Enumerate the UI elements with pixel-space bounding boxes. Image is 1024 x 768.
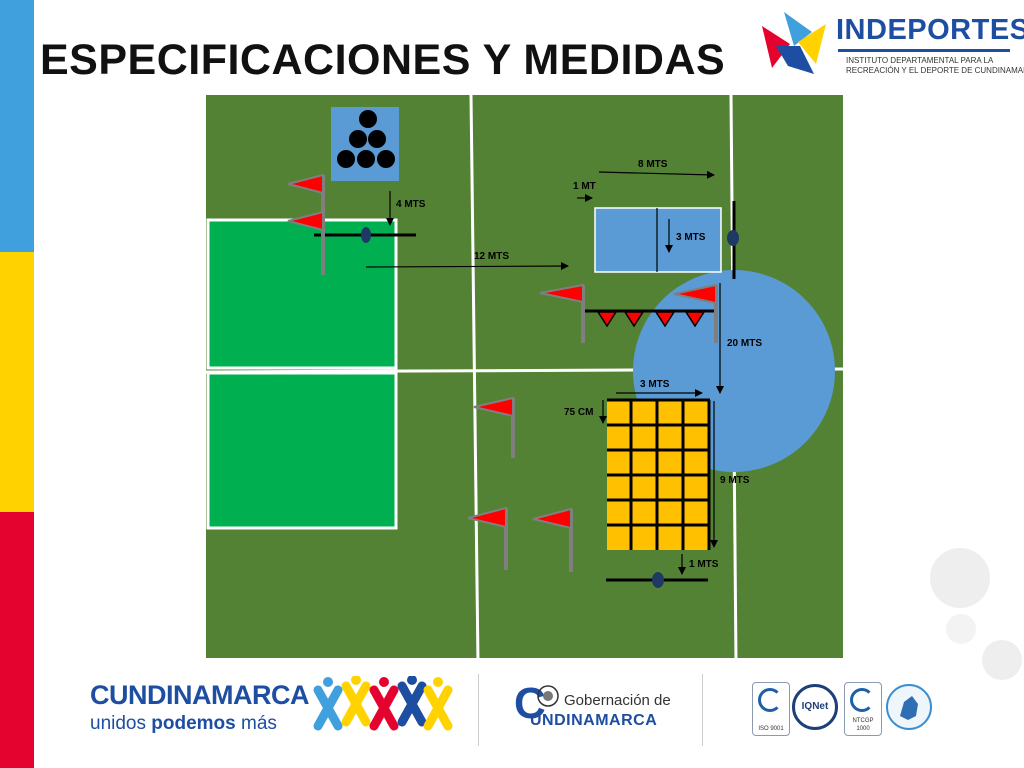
label-20-mts: 20 MTS bbox=[727, 338, 762, 349]
field-diagram: 4 MTS 12 MTS 3 MTS 1 MT 8 MTS 20 MTS bbox=[206, 95, 843, 667]
certification-logo-icon bbox=[850, 688, 874, 712]
indeportes-emblem-icon bbox=[762, 12, 826, 74]
flag bbox=[467, 506, 508, 570]
ball bbox=[368, 130, 386, 148]
side-stripe-red bbox=[0, 512, 34, 768]
certification-logo-icon bbox=[758, 688, 782, 712]
cundinamarca-wordmark: CUNDINAMARCA bbox=[90, 680, 309, 710]
light-green-square-bottom bbox=[206, 371, 398, 530]
label-3-mts-grid: 3 MTS bbox=[640, 379, 670, 390]
label-75-cm: 75 CM bbox=[564, 407, 593, 418]
label-4-mts: 4 MTS bbox=[396, 199, 426, 210]
ball bbox=[337, 150, 355, 168]
indeportes-subtitle-2: RECREACIÓN Y EL DEPORTE DE CUNDINAMARCA bbox=[846, 66, 1024, 75]
label-3-mts-rect: 3 MTS bbox=[676, 232, 706, 243]
start-marker-right bbox=[727, 230, 739, 246]
cundinamarca-logo: CUNDINAMARCA unidos podemos más bbox=[90, 680, 309, 735]
finish-marker bbox=[652, 572, 664, 588]
certification-label: ISO 9001 bbox=[758, 726, 784, 732]
certification-ntcgp: NTCGP 1000 bbox=[844, 682, 882, 736]
gobernacion-line2: UNDINAMARCA bbox=[530, 712, 658, 729]
certification-iqnet: IQNet bbox=[792, 684, 838, 730]
certification-label: NTCGP bbox=[852, 718, 874, 724]
cundinamarca-slogan: unidos podemos más bbox=[90, 713, 277, 734]
certification-label: 1000 bbox=[856, 726, 870, 732]
ball bbox=[349, 130, 367, 148]
map-seal-icon bbox=[900, 696, 918, 720]
indeportes-name: INDEPORTES bbox=[836, 14, 1024, 46]
arrow-12-mts bbox=[365, 262, 569, 271]
coat-of-arms-icon bbox=[537, 685, 559, 707]
indeportes-divider bbox=[838, 49, 1010, 52]
flag bbox=[287, 210, 324, 232]
iqnet-label: IQNet bbox=[801, 701, 829, 712]
label-8-mts: 8 MTS bbox=[638, 159, 668, 170]
blue-rectangle bbox=[594, 207, 722, 273]
light-green-square-top bbox=[206, 218, 398, 370]
indeportes-subtitle-1: INSTITUTO DEPARTAMENTAL PARA LA bbox=[846, 56, 994, 65]
flag bbox=[532, 507, 573, 572]
decorative-circle bbox=[930, 548, 990, 608]
field-bottom-edge bbox=[206, 658, 843, 667]
side-stripe-yellow bbox=[0, 252, 34, 512]
label-12-mts: 12 MTS bbox=[474, 251, 509, 262]
page-title: ESPECIFICACIONES Y MEDIDAS bbox=[40, 36, 726, 84]
ball bbox=[359, 110, 377, 128]
field-line-vertical-left bbox=[469, 95, 480, 664]
decorative-circle bbox=[982, 640, 1022, 680]
footer-divider bbox=[702, 674, 703, 746]
flag bbox=[673, 283, 718, 343]
side-stripe-blue bbox=[0, 0, 34, 252]
start-marker-top bbox=[361, 227, 371, 243]
ball bbox=[377, 150, 395, 168]
people-chain-icon bbox=[313, 676, 453, 731]
arrow-8-mts bbox=[598, 170, 715, 179]
footer-divider bbox=[478, 674, 479, 746]
flag bbox=[539, 283, 585, 343]
label-1-mts: 1 MTS bbox=[689, 559, 719, 570]
hurdle-triangles bbox=[596, 311, 706, 328]
label-1-mt: 1 MT bbox=[573, 181, 596, 192]
ball bbox=[357, 150, 375, 168]
department-seal bbox=[886, 684, 932, 730]
certification-iso9001: ISO 9001 bbox=[752, 682, 790, 736]
flag bbox=[473, 396, 515, 458]
balls-pyramid bbox=[337, 110, 395, 168]
label-9-mts: 9 MTS bbox=[720, 475, 750, 486]
indeportes-logo: INDEPORTES INSTITUTO DEPARTAMENTAL PARA … bbox=[754, 6, 1024, 82]
yellow-grid-lines bbox=[607, 398, 711, 550]
gobernacion-line1: Gobernación de bbox=[564, 692, 671, 709]
decorative-circle bbox=[946, 614, 976, 644]
